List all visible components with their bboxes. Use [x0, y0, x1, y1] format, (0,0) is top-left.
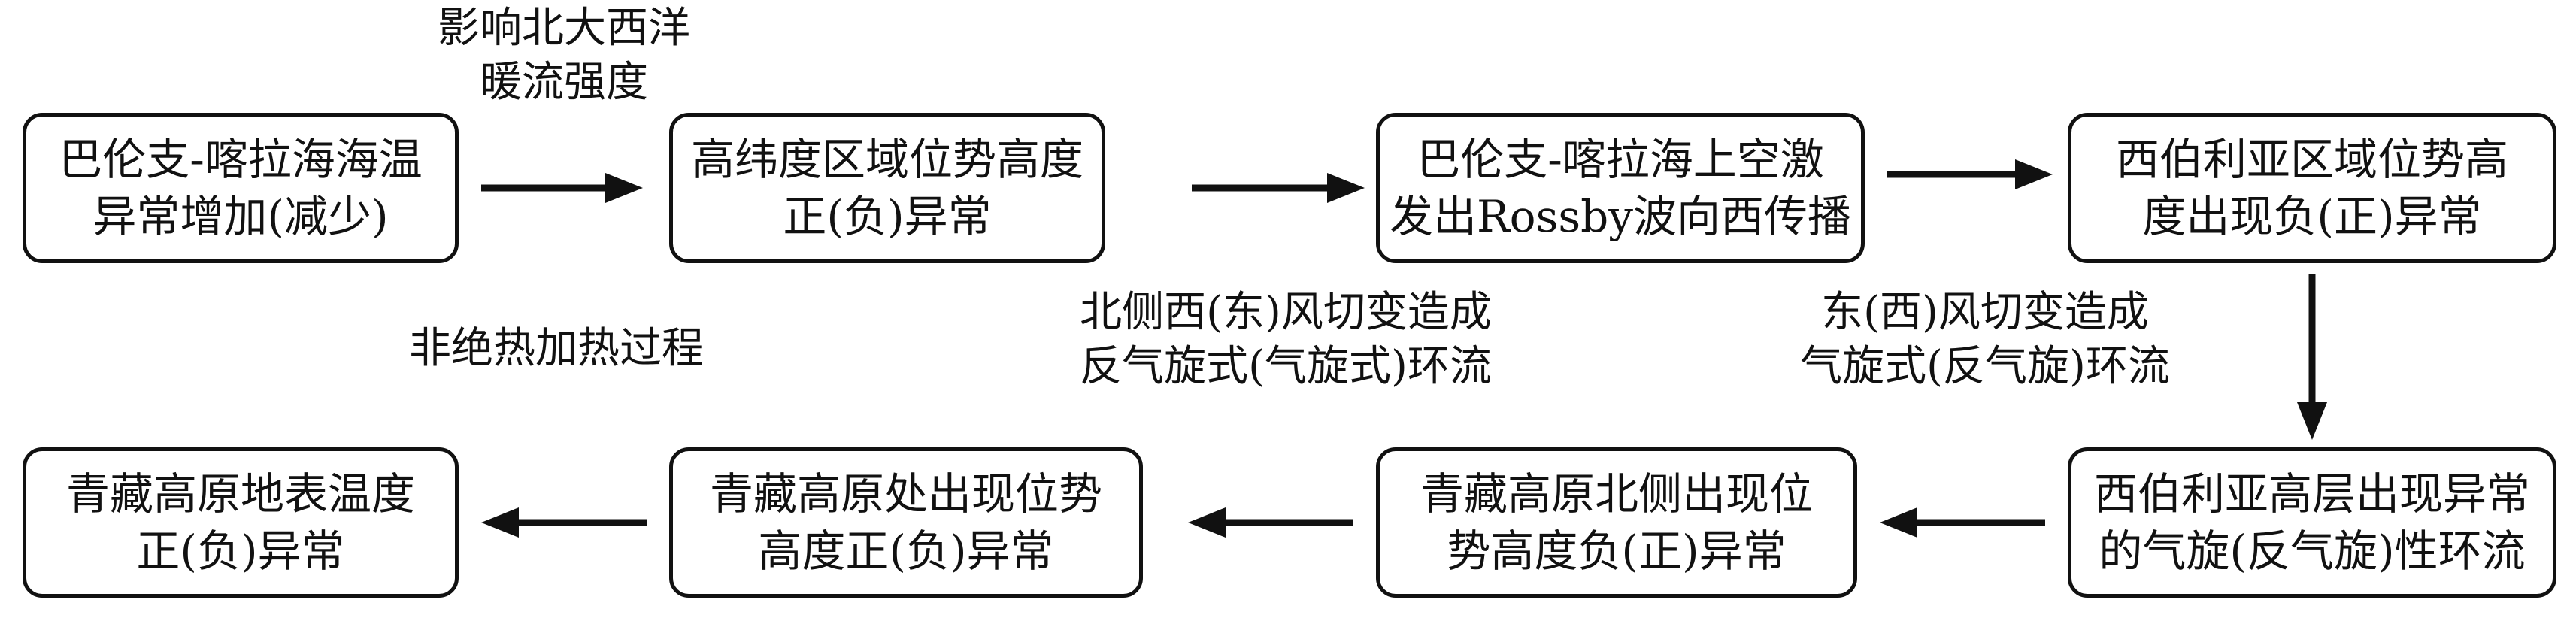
node-text-line2: 异常增加(减少)	[92, 191, 389, 242]
node-tibet-surface-temperature: 青藏高原地表温度 正(负)异常	[23, 447, 459, 598]
node-text-line1: 青藏高原处出现位势	[709, 468, 1102, 520]
arrow-left-3	[481, 507, 647, 538]
label-north-wind-shear: 北侧西(东)风切变造成 反气旋式(气旋式)环流	[1023, 286, 1549, 394]
node-high-latitude-geopotential: 高纬度区域位势高度 正(负)异常	[669, 113, 1105, 263]
node-tibet-geopotential: 青藏高原处出现位势 高度正(负)异常	[669, 447, 1143, 598]
node-text-line2: 发出Rossby波向西传播	[1389, 191, 1851, 242]
label-diabatic-heating: 非绝热加热过程	[361, 322, 752, 376]
node-text-line1: 巴伦支-喀拉海海温	[59, 134, 423, 185]
label-north-atlantic-current: 影响北大西洋 暖流强度	[406, 2, 722, 110]
label-text-line1: 东(西)风切变造成	[1821, 288, 2149, 337]
node-text-line1: 巴伦支-喀拉海上空激	[1417, 134, 1824, 185]
node-text-line1: 高纬度区域位势高度	[690, 134, 1083, 185]
label-text-line1: 影响北大西洋	[438, 4, 690, 53]
node-text-line2: 的气旋(反气旋)性环流	[2099, 526, 2526, 577]
label-text-line1: 非绝热加热过程	[409, 324, 704, 373]
node-text-line2: 正(负)异常	[783, 191, 992, 242]
arrow-right-3	[1887, 159, 2053, 189]
node-rossby-wave: 巴伦支-喀拉海上空激 发出Rossby波向西传播	[1376, 113, 1865, 263]
node-text-line2: 正(负)异常	[136, 526, 345, 577]
label-east-west-wind-shear: 东(西)风切变造成 气旋式(反气旋)环流	[1752, 286, 2218, 394]
node-text-line1: 青藏高原北侧出现位	[1420, 468, 1813, 520]
arrow-right-1	[481, 173, 643, 203]
node-barents-kara-sst: 巴伦支-喀拉海海温 异常增加(减少)	[23, 113, 459, 263]
label-text-line2: 气旋式(反气旋)环流	[1800, 342, 2170, 391]
arrow-left-2	[1188, 507, 1353, 538]
arrow-down	[2297, 274, 2327, 440]
node-siberia-geopotential: 西伯利亚区域位势高 度出现负(正)异常	[2068, 113, 2556, 263]
node-tibet-north-geopotential: 青藏高原北侧出现位 势高度负(正)异常	[1376, 447, 1857, 598]
label-text-line2: 暖流强度	[480, 58, 648, 107]
node-text-line2: 度出现负(正)异常	[2142, 191, 2482, 242]
arrow-left-1	[1880, 507, 2045, 538]
node-siberia-upper-circulation: 西伯利亚高层出现异常 的气旋(反气旋)性环流	[2068, 447, 2556, 598]
label-text-line1: 北侧西(东)风切变造成	[1080, 288, 1492, 337]
node-text-line2: 高度正(负)异常	[758, 526, 1054, 577]
node-text-line1: 西伯利亚区域位势高	[2115, 134, 2508, 185]
node-text-line1: 西伯利亚高层出现异常	[2093, 468, 2530, 520]
arrow-right-2	[1192, 173, 1365, 203]
node-text-line1: 青藏高原地表温度	[65, 468, 415, 520]
label-text-line2: 反气旋式(气旋式)环流	[1080, 342, 1492, 391]
node-text-line2: 势高度负(正)异常	[1447, 526, 1787, 577]
